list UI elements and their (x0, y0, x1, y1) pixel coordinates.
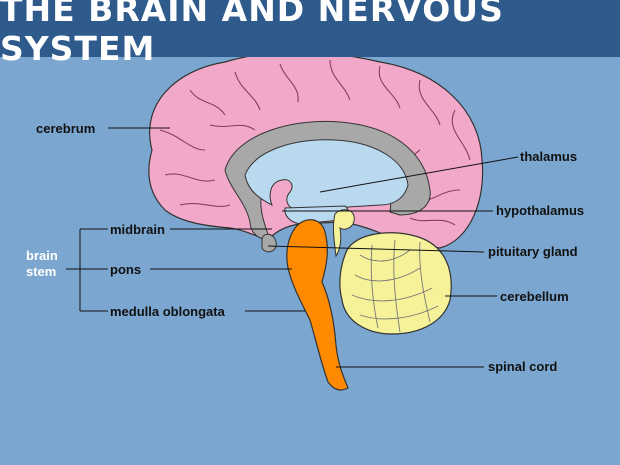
title-bar: The Brain and Nervous System (0, 0, 620, 68)
pituitary-shape (261, 233, 277, 253)
label-brain-stem-line2: stem (26, 264, 57, 279)
label-pons: pons (110, 262, 142, 277)
label-hypothalamus: hypothalamus (496, 203, 585, 218)
label-brain-stem-line1: brain (26, 248, 58, 263)
brain-diagram: cerebrum thalamus hypothalamus pituitary… (0, 57, 620, 465)
label-pituitary-gland: pituitary gland (488, 244, 578, 259)
brain-stem-shape (286, 219, 349, 391)
brain-illustration (66, 57, 519, 391)
label-thalamus: thalamus (520, 149, 578, 164)
cerebellum-shape (339, 232, 452, 335)
label-spinal-cord: spinal cord (488, 359, 558, 374)
page-title: The Brain and Nervous System (0, 0, 504, 68)
label-cerebellum: cerebellum (500, 289, 569, 304)
label-medulla-oblongata: medulla oblongata (110, 304, 225, 319)
leader-lines (66, 127, 519, 368)
label-cerebrum: cerebrum (36, 121, 96, 136)
label-midbrain: midbrain (110, 222, 165, 237)
